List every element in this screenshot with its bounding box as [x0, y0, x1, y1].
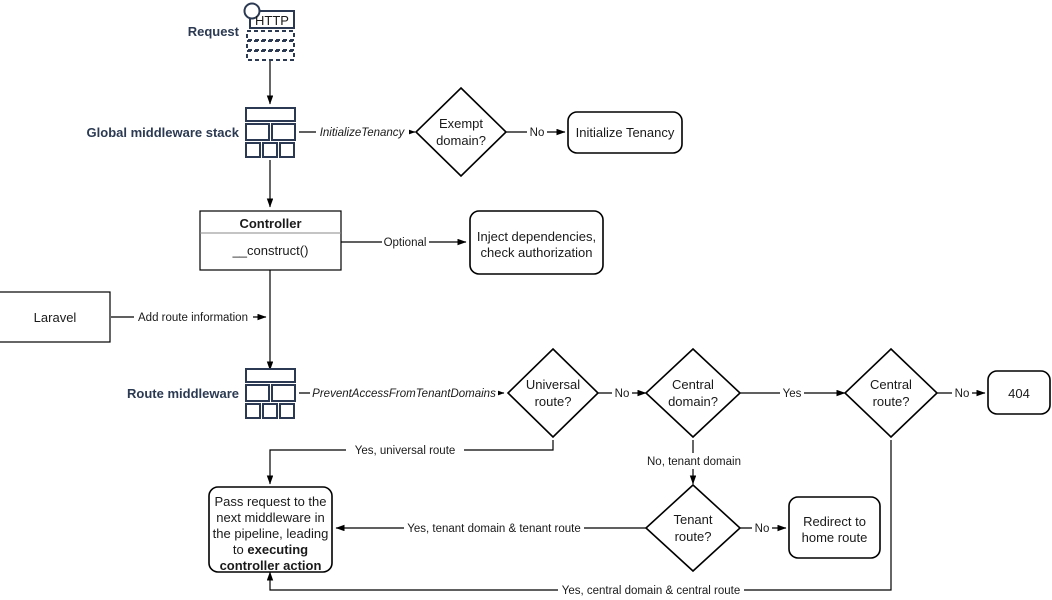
edge-label-yes-universal-route: Yes, universal route: [346, 442, 464, 458]
global-middleware-stack-icon: [245, 107, 296, 158]
edge-label-optional: Optional: [382, 234, 429, 250]
node-laravel-label: Laravel: [34, 310, 77, 325]
node-central-domain-line2: domain?: [668, 394, 718, 409]
svg-text:No: No: [615, 388, 630, 400]
node-pass-request-line5: controller action: [220, 558, 322, 573]
node-pass-request-line3: the pipeline, leading: [213, 526, 329, 541]
svg-text:Yes, universal route: Yes, universal route: [355, 445, 456, 457]
svg-text:Yes, central domain & central: Yes, central domain & central route: [562, 585, 741, 597]
node-inject-dependencies-line2: check authorization: [480, 245, 592, 260]
node-universal-route-line1: Universal: [526, 377, 580, 392]
node-central-route-line1: Central: [870, 377, 912, 392]
svg-text:No: No: [530, 127, 545, 139]
node-pass-request[interactable]: Pass request to the next middleware in t…: [208, 486, 333, 573]
node-pass-request-line4-bold: executing: [247, 542, 308, 557]
node-tenant-route[interactable]: Tenant route?: [644, 483, 742, 573]
node-404[interactable]: 404: [987, 370, 1051, 415]
svg-text:No, tenant domain: No, tenant domain: [647, 456, 741, 468]
node-inject-dependencies-line1: Inject dependencies,: [477, 229, 596, 244]
edge-label-add-route-information: Add route information: [134, 309, 253, 325]
node-central-route-line2: route?: [873, 394, 910, 409]
node-controller[interactable]: Controller __construct(): [199, 210, 342, 271]
node-exempt-domain-line2: domain?: [436, 133, 486, 148]
node-exempt-domain[interactable]: Exempt domain?: [414, 86, 508, 178]
node-pass-request-line4: to executing: [233, 542, 308, 557]
node-404-label: 404: [1008, 386, 1030, 401]
node-central-domain[interactable]: Central domain?: [644, 347, 742, 439]
node-controller-method: __construct(): [232, 243, 309, 258]
node-initialize-tenancy-label: Initialize Tenancy: [576, 125, 675, 140]
edge-label-yes-central-domain-central-route: Yes, central domain & central route: [558, 582, 744, 598]
node-pass-request-line1: Pass request to the: [214, 494, 326, 509]
svg-text:PreventAccessFromTenantDomains: PreventAccessFromTenantDomains: [312, 388, 496, 400]
route-middleware-stack-icon: [245, 368, 296, 419]
svg-text:Yes: Yes: [783, 388, 802, 400]
node-tenant-route-line2: route?: [675, 529, 712, 544]
svg-text:InitializeTenancy: InitializeTenancy: [320, 127, 406, 139]
node-controller-title: Controller: [239, 216, 301, 231]
node-pass-request-line2: next middleware in: [216, 510, 324, 525]
request-http-icon: HTTP: [243, 2, 295, 61]
svg-text:No: No: [955, 388, 970, 400]
edge-label-central-domain-yes: Yes: [780, 385, 804, 401]
node-redirect-home-route[interactable]: Redirect to home route: [788, 496, 881, 559]
node-redirect-home-line1: Redirect to: [803, 514, 866, 529]
side-label-request: Request: [188, 24, 240, 39]
request-http-label: HTTP: [255, 13, 289, 28]
edge-label-exempt-no: No: [527, 124, 547, 140]
edge-label-prevent-access: PreventAccessFromTenantDomains: [310, 385, 498, 401]
edge-label-no-tenant-domain: No, tenant domain: [645, 453, 745, 469]
node-tenant-route-line1: Tenant: [673, 512, 712, 527]
svg-text:Yes, tenant domain & tenant ro: Yes, tenant domain & tenant route: [407, 523, 580, 535]
svg-text:No: No: [755, 523, 770, 535]
node-redirect-home-line2: home route: [802, 530, 868, 545]
side-label-global-middleware: Global middleware stack: [87, 125, 240, 140]
node-inject-dependencies[interactable]: Inject dependencies, check authorization: [469, 210, 604, 275]
edge-label-universal-no: No: [612, 385, 632, 401]
svg-text:Add route information: Add route information: [138, 312, 248, 324]
node-laravel[interactable]: Laravel: [0, 291, 111, 343]
node-central-domain-line1: Central: [672, 377, 714, 392]
node-universal-route[interactable]: Universal route?: [506, 347, 600, 439]
edge-label-tenant-route-no: No: [752, 520, 772, 536]
edge-label-central-route-no: No: [952, 385, 972, 401]
svg-text:Optional: Optional: [384, 237, 427, 249]
node-initialize-tenancy[interactable]: Initialize Tenancy: [567, 111, 683, 154]
side-label-route-middleware: Route middleware: [127, 386, 239, 401]
node-central-route[interactable]: Central route?: [843, 347, 939, 439]
node-universal-route-line2: route?: [535, 394, 572, 409]
edge-label-yes-tenant-domain-tenant-route: Yes, tenant domain & tenant route: [404, 520, 584, 536]
node-pass-request-line4-prefix: to: [233, 542, 247, 557]
node-exempt-domain-line1: Exempt: [439, 116, 483, 131]
edge-label-initialize-tenancy: InitializeTenancy: [316, 124, 409, 140]
